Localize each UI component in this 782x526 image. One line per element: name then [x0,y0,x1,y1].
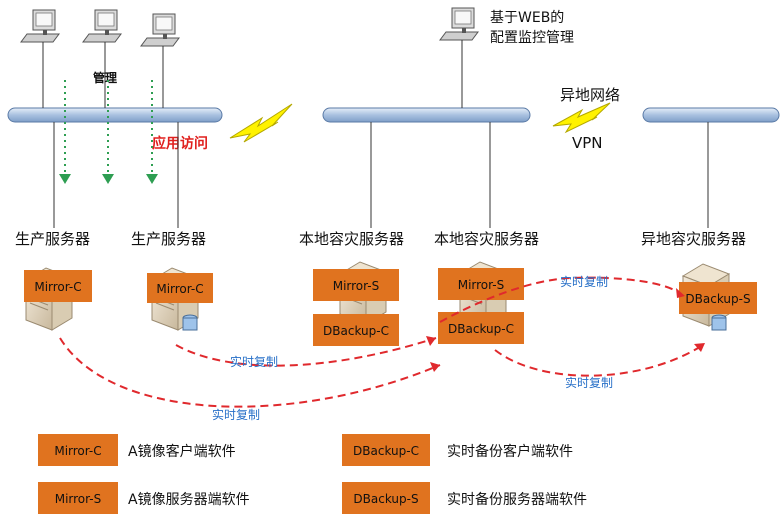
legend-desc: 实时备份客户端软件 [447,443,573,460]
replication-label: 实时复制 [212,407,260,422]
badge-dbackup-c: DBackup-C [313,314,399,346]
lightning-icon [229,103,293,143]
badge-label: Mirror-C [156,282,203,296]
server-link [53,122,709,228]
replication-path [59,276,704,408]
server-label: 生产服务器 [15,230,90,248]
badge-dbackup-c: DBackup-C [438,312,524,344]
computer-icon [20,9,60,108]
arrowhead-icon [426,288,705,372]
legend-item: Mirror-C A镜像客户端软件 [38,434,236,466]
management-label: 管理 [93,70,117,85]
badge-label: Mirror-C [34,280,81,294]
server-icon [151,267,199,331]
badge-mirror-s: Mirror-S [438,268,524,300]
legend-desc: A镜像服务器端软件 [128,492,250,508]
computer-icon [140,13,180,108]
replication-label: 实时复制 [230,354,278,369]
badge-label: DBackup-S [685,292,750,306]
legend-badge: DBackup-S [353,492,418,506]
legend: Mirror-C A镜像客户端软件 DBackup-C 实时备份客户端软件 Mi… [38,434,587,514]
network-bus-remote-dr [642,107,780,123]
server-label: 本地容灾服务器 [299,230,404,248]
computer-icon [82,9,122,108]
legend-item: DBackup-S 实时备份服务器端软件 [342,482,587,514]
badge-mirror-c: Mirror-C [24,270,92,302]
access-arrow [64,80,153,176]
badge-mirror-s: Mirror-S [313,269,399,301]
badge-label: Mirror-S [458,278,505,292]
remote-network-label: 异地网络 [560,86,620,104]
vpn-label: VPN [572,134,603,152]
computer-icon [439,7,479,108]
server-icon [682,263,730,331]
legend-badge: DBackup-C [353,444,419,458]
web-console-label: 配置监控管理 [490,30,574,46]
badge-label: DBackup-C [448,322,514,336]
network-bus-local-dr [322,107,531,123]
badge-label: Mirror-S [333,279,380,293]
replication-label: 实时复制 [560,274,608,289]
legend-item: DBackup-C 实时备份客户端软件 [342,434,573,466]
arrowhead-icon [59,174,158,184]
badge-dbackup-s: DBackup-S [679,282,757,314]
legend-desc: A镜像客户端软件 [128,443,236,460]
server-label: 本地容灾服务器 [434,230,539,248]
app-access-label: 应用访问 [152,135,208,152]
network-bus-production [7,107,223,123]
replication-label: 实时复制 [565,375,613,390]
server-label: 异地容灾服务器 [641,230,746,248]
legend-desc: 实时备份服务器端软件 [447,491,587,508]
server-label: 生产服务器 [131,230,206,248]
badge-label: DBackup-C [323,324,389,338]
lightning-icon [552,102,611,134]
legend-badge: Mirror-C [54,444,101,458]
legend-item: Mirror-S A镜像服务器端软件 [38,482,250,514]
legend-badge: Mirror-S [55,492,102,506]
web-console-label: 基于WEB的 [490,9,564,26]
badge-mirror-c: Mirror-C [147,273,213,303]
